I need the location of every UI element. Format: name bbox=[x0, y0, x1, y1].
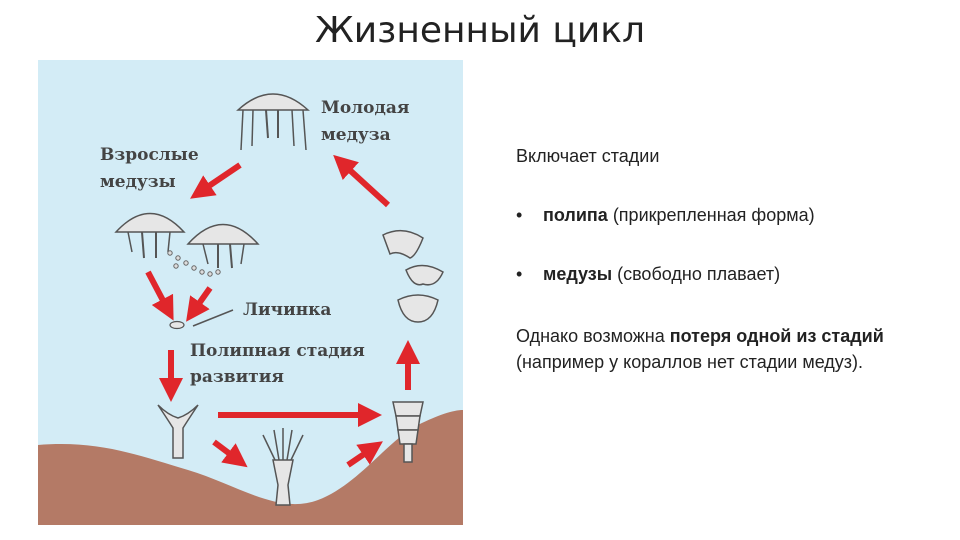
life-cycle-diagram: Молодая медуза Взрослые медузы Личинка П… bbox=[38, 60, 463, 525]
strobila-icon bbox=[392, 401, 424, 463]
ephyra-icon bbox=[382, 229, 444, 323]
note-paragraph: Однако возможна потеря одной из стадий (… bbox=[516, 323, 936, 375]
larva-icon bbox=[169, 320, 185, 330]
egg-cluster bbox=[167, 250, 221, 277]
arrow-young-to-adult bbox=[190, 162, 242, 199]
polyp-with-tentacles-icon bbox=[262, 428, 304, 506]
arrow-adult-to-larva-2 bbox=[186, 286, 213, 322]
bullet-polyp: • полипа (прикрепленная форма) bbox=[516, 205, 936, 226]
bullet-medusa: • медузы (свободно плавает) bbox=[516, 264, 936, 285]
label-adult-medusae-1: Взрослые bbox=[100, 145, 199, 165]
adult-medusa-icon bbox=[114, 212, 186, 259]
label-polyp-stage-1: Полипная стадия bbox=[190, 341, 365, 361]
note-bold: потеря одной из стадий bbox=[669, 326, 884, 346]
cycle-arrows bbox=[145, 154, 420, 468]
label-adult-medusae-2: медузы bbox=[100, 172, 176, 192]
bullet-medusa-rest: (свободно плавает) bbox=[612, 264, 781, 284]
adult-medusa-icon bbox=[186, 223, 260, 269]
bullet-marker: • bbox=[516, 264, 523, 284]
polyp-icon bbox=[157, 404, 199, 459]
label-larva: Личинка bbox=[243, 300, 331, 320]
bullet-polyp-rest: (прикрепленная форма) bbox=[607, 205, 815, 225]
note-end: (например у кораллов нет стадии медуз). bbox=[516, 352, 864, 372]
arrow-adult-to-larva-1 bbox=[145, 270, 174, 321]
bullet-medusa-bold: медузы bbox=[543, 264, 613, 284]
label-young-medusa-1: Молодая bbox=[321, 98, 409, 118]
arrow-polyp-down-right bbox=[212, 439, 248, 468]
seabed bbox=[38, 410, 463, 525]
note-start: Однако возможна bbox=[516, 326, 670, 346]
young-medusa-icon bbox=[236, 93, 310, 151]
bullet-polyp-bold: полипа bbox=[543, 205, 608, 225]
label-young-medusa-2: медуза bbox=[321, 125, 391, 145]
arrow-polyp-up-right bbox=[346, 441, 383, 468]
intro-text: Включает стадии bbox=[516, 146, 660, 166]
text-panel: Включает стадии • полипа (прикрепленная … bbox=[516, 146, 936, 375]
larva-pointer-line bbox=[192, 309, 234, 327]
slide-title: Жизненный цикл bbox=[315, 10, 645, 51]
label-polyp-stage-2: развития bbox=[190, 367, 284, 387]
arrow-ephyra-to-young bbox=[333, 154, 391, 208]
bullet-marker: • bbox=[516, 205, 523, 225]
life-cycle-illustration: Молодая медуза Взрослые медузы Личинка П… bbox=[38, 60, 463, 525]
